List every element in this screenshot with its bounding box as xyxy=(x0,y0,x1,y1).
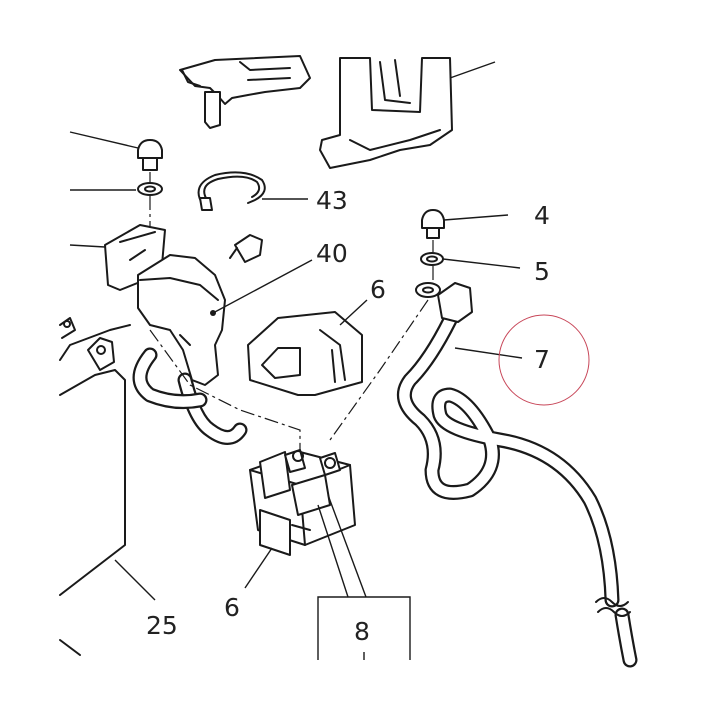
callout-40: 40 xyxy=(316,239,348,268)
callout-6-upper: 6 xyxy=(370,275,386,304)
top-panel-part xyxy=(319,57,496,169)
bolt-right xyxy=(421,209,509,239)
bolt-left xyxy=(69,131,163,171)
callout-43: 43 xyxy=(316,186,348,215)
terminal-boot-part xyxy=(132,254,313,445)
clip-ring-part xyxy=(197,171,308,211)
callout-5: 5 xyxy=(534,257,550,286)
cable-assembly-part xyxy=(396,282,638,668)
top-bracket-part xyxy=(179,55,311,129)
washer-right xyxy=(420,252,521,269)
washer-left xyxy=(70,182,163,196)
bolt-boot xyxy=(229,234,263,263)
callout-25: 25 xyxy=(146,611,178,640)
highlight-circle xyxy=(498,314,590,406)
battery-case-part xyxy=(59,317,131,656)
callout-8: 8 xyxy=(354,617,370,646)
cover-part-upper xyxy=(247,299,368,396)
callout-7: 7 xyxy=(534,345,550,374)
callout-6-lower: 6 xyxy=(224,593,240,622)
callout-4: 4 xyxy=(534,201,550,230)
callout-8-box xyxy=(317,494,411,660)
relay-part xyxy=(244,449,356,589)
